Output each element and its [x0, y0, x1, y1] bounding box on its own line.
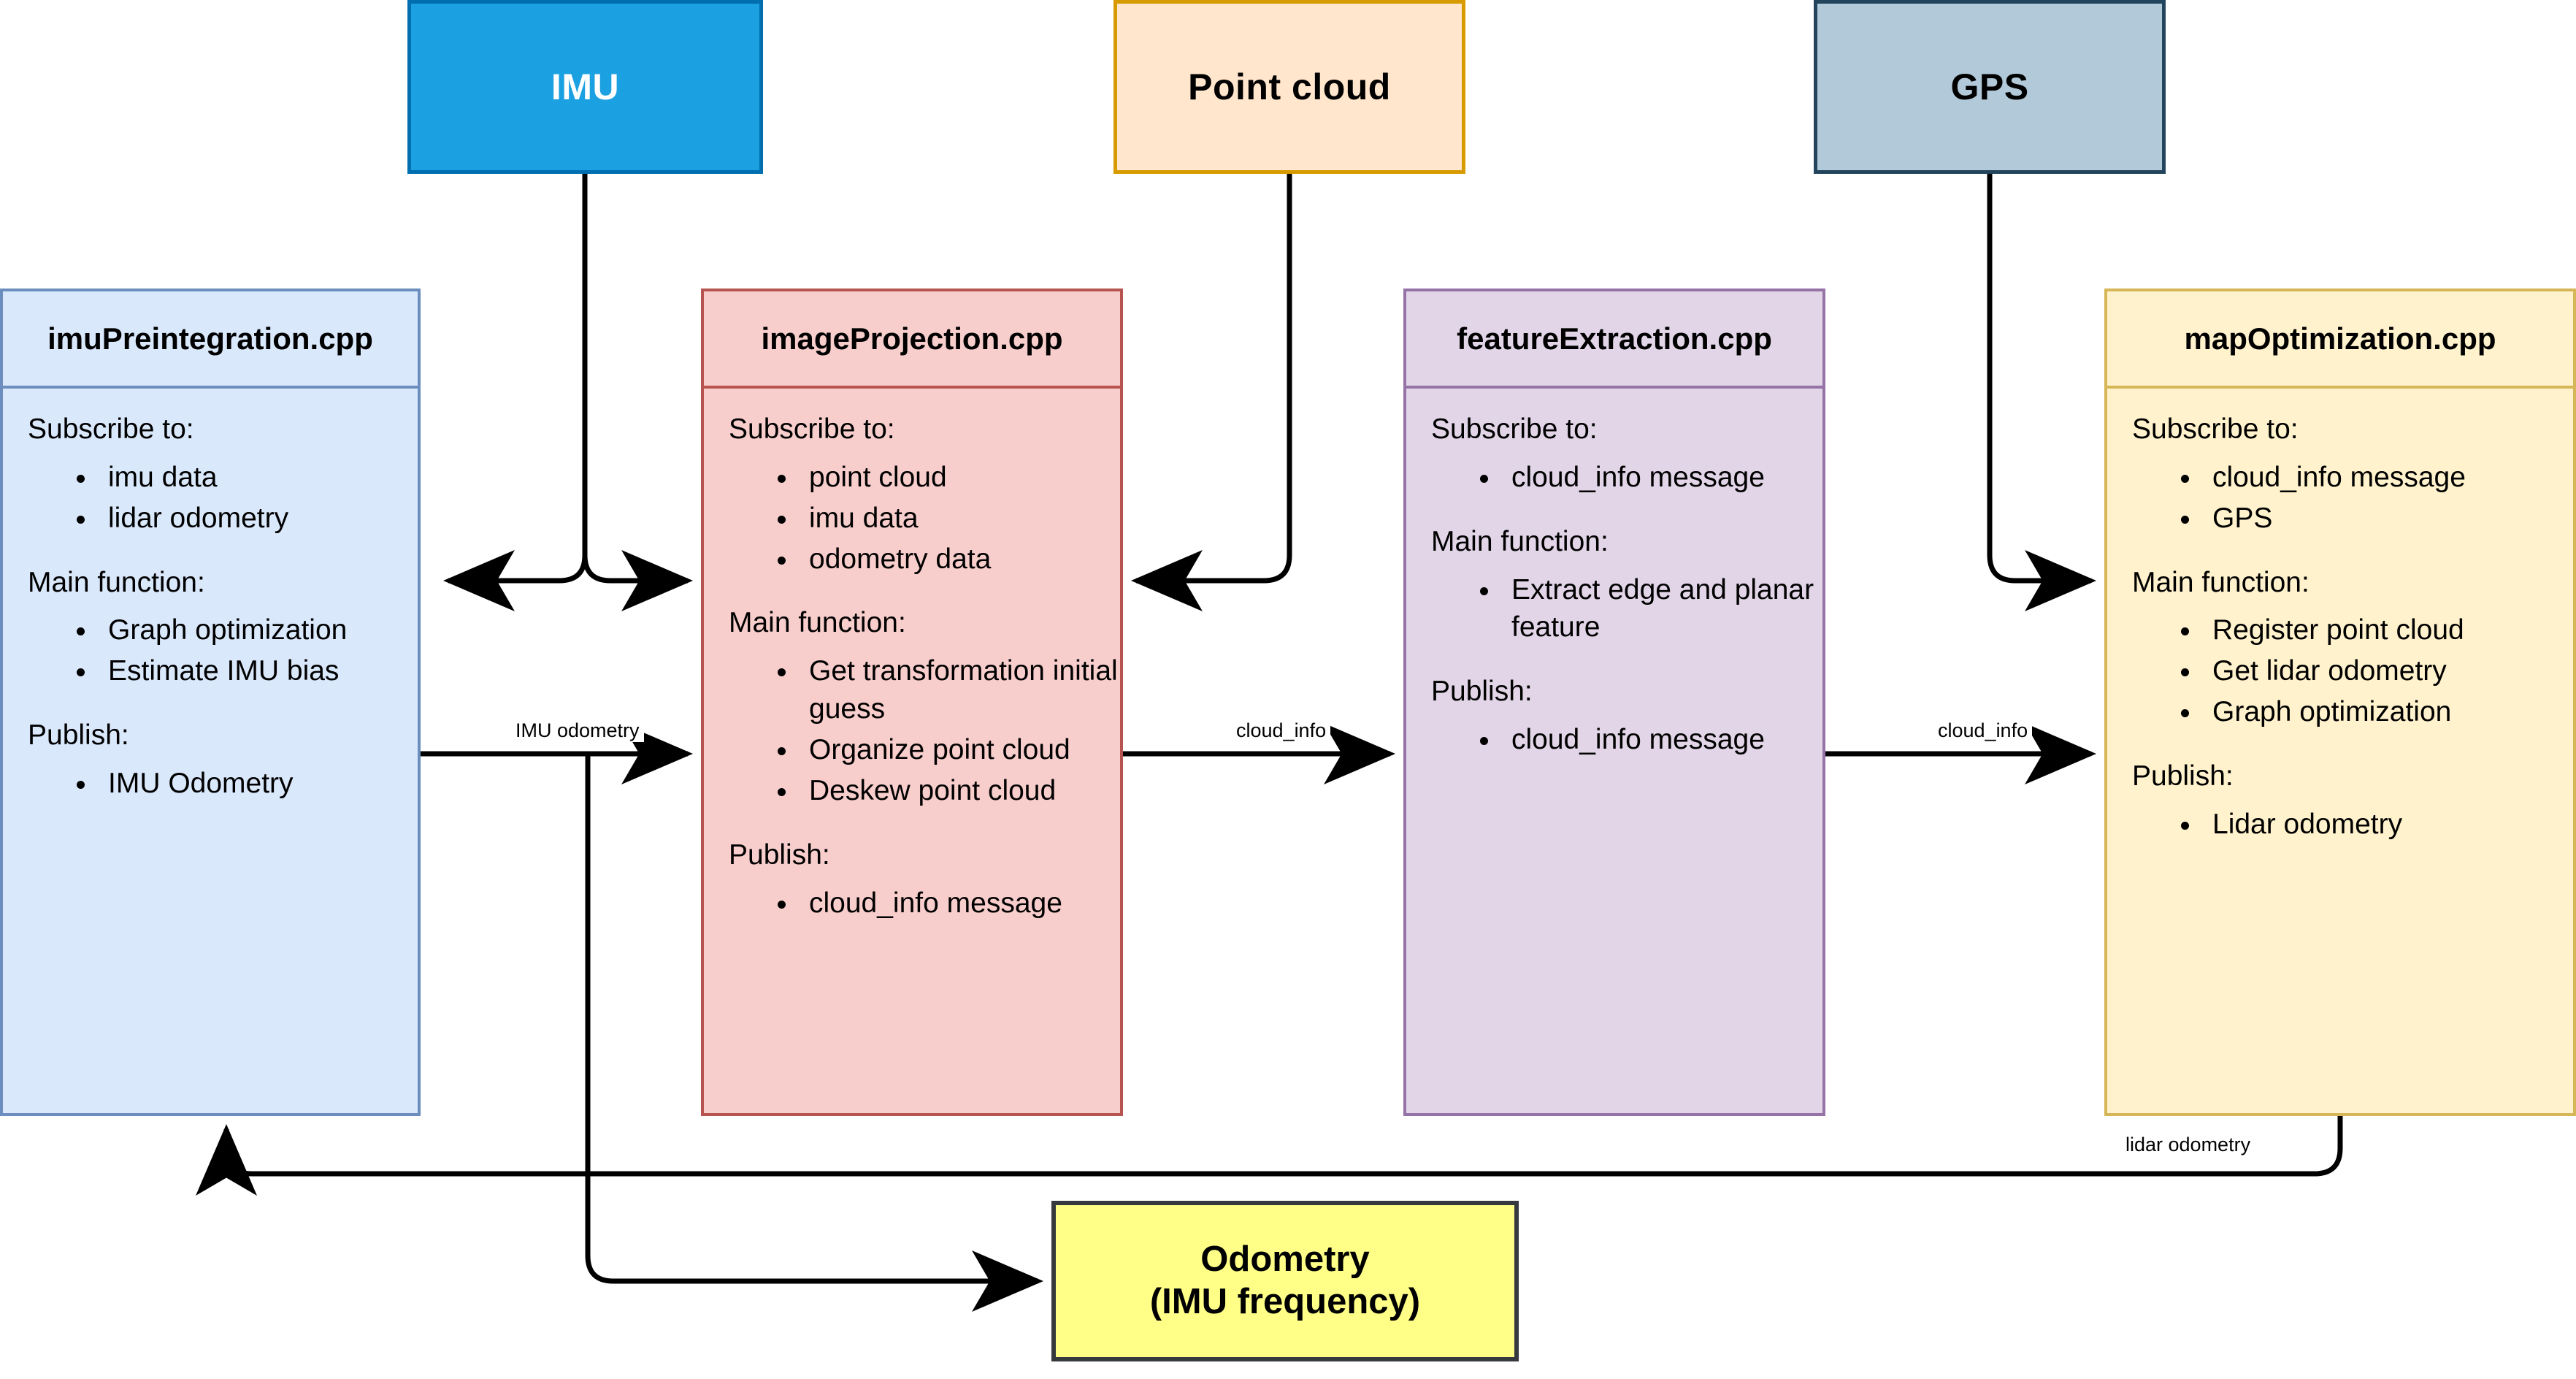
list-item: Register point cloud: [2202, 611, 2573, 649]
list-item: cloud_info message: [799, 885, 1120, 922]
list-item: Graph optimization: [98, 611, 418, 649]
publish-list: cloud_info message: [729, 885, 1120, 922]
module-title-featureextraction: featureExtraction.cpp: [1406, 291, 1822, 389]
edge-label-lidar-odometry: lidar odometry: [2121, 1134, 2255, 1156]
publish-label: Publish:: [2132, 760, 2234, 792]
subscribe-list: point cloud imu data odometry data: [729, 459, 1120, 578]
edge-imu-to-imageprojection: [582, 550, 693, 611]
main-function-label: Main function:: [28, 566, 205, 598]
source-label-gps: GPS: [1950, 66, 2029, 107]
list-item: cloud_info message: [2202, 459, 2573, 497]
source-box-point-cloud[interactable]: Point cloud: [1113, 0, 1465, 174]
edge-gps-to-mapoptimization: [1987, 174, 2096, 611]
main-function-label: Main function:: [729, 607, 906, 639]
list-item: lidar odometry: [98, 500, 418, 538]
publish-label: Publish:: [1431, 676, 1533, 708]
module-body-mapoptimization: Subscribe to: cloud_info message GPS Mai…: [2107, 389, 2573, 1113]
subscribe-label: Subscribe to:: [2132, 413, 2299, 445]
list-item: Estimate IMU bias: [98, 652, 418, 690]
list-item: point cloud: [799, 459, 1120, 497]
list-item: cloud_info message: [1501, 459, 1822, 497]
module-body-imageprojection: Subscribe to: point cloud imu data odome…: [704, 389, 1120, 1113]
source-box-gps[interactable]: GPS: [1814, 0, 2166, 174]
publish-list: cloud_info message: [1431, 721, 1822, 759]
publish-label: Publish:: [729, 839, 830, 871]
list-item: Extract edge and planar feature: [1501, 571, 1822, 647]
subscribe-list: cloud_info message: [1431, 459, 1822, 497]
list-item: cloud_info message: [1501, 721, 1822, 759]
module-body-featureextraction: Subscribe to: cloud_info message Main fu…: [1406, 389, 1822, 1113]
edge-pointcloud-to-imageprojection: [1131, 174, 1292, 611]
subscribe-list: imu data lidar odometry: [28, 459, 418, 538]
module-title-mapoptimization: mapOptimization.cpp: [2107, 291, 2573, 389]
module-title-imupreintegration: imuPreintegration.cpp: [3, 291, 418, 389]
output-label-line1: Odometry: [1200, 1239, 1370, 1280]
publish-label: Publish:: [28, 719, 129, 752]
edge-label-imu-odometry: IMU odometry: [511, 719, 644, 742]
module-box-featureextraction[interactable]: featureExtraction.cpp Subscribe to: clou…: [1403, 289, 1825, 1116]
list-item: imu data: [98, 459, 418, 497]
main-function-list: Register point cloud Get lidar odometry …: [2132, 611, 2573, 731]
list-item: odometry data: [799, 540, 1120, 578]
output-box-odometry[interactable]: Odometry (IMU frequency): [1051, 1201, 1519, 1361]
main-function-label: Main function:: [2132, 566, 2309, 598]
module-body-imupreintegration: Subscribe to: imu data lidar odometry Ma…: [3, 389, 418, 1113]
module-title-imageprojection: imageProjection.cpp: [704, 291, 1120, 389]
edge-lidar-odometry: [196, 1116, 2343, 1196]
list-item: Graph optimization: [2202, 693, 2573, 731]
source-box-imu[interactable]: IMU: [407, 0, 763, 174]
list-item: Organize point cloud: [799, 731, 1120, 769]
list-item: Get lidar odometry: [2202, 652, 2573, 690]
module-box-imupreintegration[interactable]: imuPreintegration.cpp Subscribe to: imu …: [0, 289, 421, 1116]
edge-imu-split: [443, 174, 588, 611]
subscribe-list: cloud_info message GPS: [2132, 459, 2573, 538]
module-box-mapoptimization[interactable]: mapOptimization.cpp Subscribe to: cloud_…: [2104, 289, 2576, 1116]
main-function-label: Main function:: [1431, 525, 1609, 557]
list-item: Deskew point cloud: [799, 772, 1120, 810]
list-item: imu data: [799, 500, 1120, 538]
source-label-point-cloud: Point cloud: [1188, 66, 1391, 107]
edge-imu-odometry-to-output: [585, 754, 1043, 1312]
list-item: Lidar odometry: [2202, 806, 2573, 844]
module-box-imageprojection[interactable]: imageProjection.cpp Subscribe to: point …: [701, 289, 1123, 1116]
publish-list: IMU Odometry: [28, 765, 418, 803]
edge-label-cloud-info-1: cloud_info: [1232, 719, 1331, 742]
subscribe-label: Subscribe to:: [729, 413, 895, 445]
main-function-list: Graph optimization Estimate IMU bias: [28, 611, 418, 690]
list-item: GPS: [2202, 500, 2573, 538]
subscribe-label: Subscribe to:: [1431, 413, 1598, 445]
list-item: IMU Odometry: [98, 765, 418, 803]
main-function-list: Extract edge and planar feature: [1431, 571, 1822, 647]
source-label-imu: IMU: [551, 66, 620, 107]
subscribe-label: Subscribe to:: [28, 413, 194, 445]
output-label-line2: (IMU frequency): [1149, 1282, 1421, 1321]
main-function-list: Get transformation initial guess Organiz…: [729, 652, 1120, 809]
edge-label-cloud-info-2: cloud_info: [1933, 719, 2033, 742]
publish-list: Lidar odometry: [2132, 806, 2573, 844]
list-item: Get transformation initial guess: [799, 652, 1120, 728]
